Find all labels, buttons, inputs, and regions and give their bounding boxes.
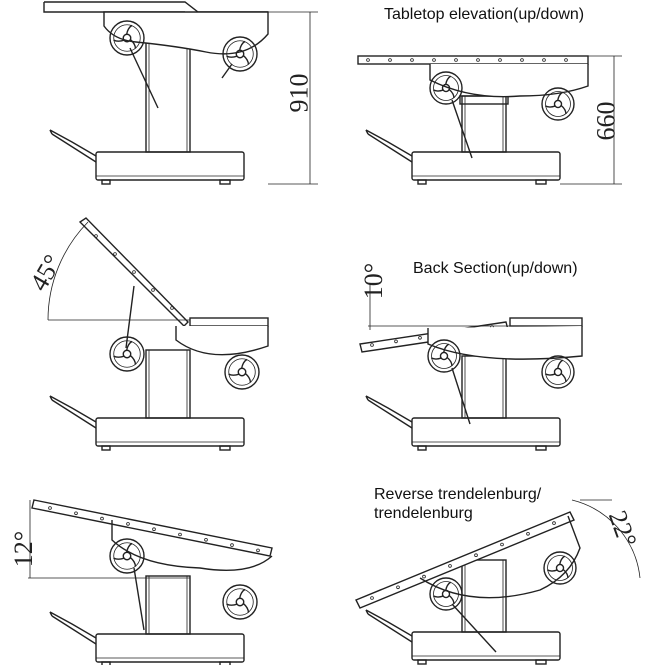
angle-label-back-down: 10° <box>359 262 389 300</box>
tabletop-head <box>175 326 269 356</box>
table-max-height <box>43 1 318 185</box>
tabletop-tilted <box>355 511 575 609</box>
handwheel-left <box>109 538 145 574</box>
tabletop-head <box>103 11 269 55</box>
caption-back-section: Back Section(up/down) <box>413 260 578 277</box>
caption-trendelenburg-line2: trendelenburg <box>374 505 473 522</box>
tabletop <box>509 317 583 327</box>
support-strut <box>125 285 135 349</box>
handwheel-right <box>541 355 575 389</box>
handwheel-left <box>109 20 145 56</box>
table-back-up <box>47 217 269 451</box>
table-tilt-head-down <box>28 499 273 665</box>
angle-arc-45 <box>47 221 89 321</box>
tabletop-head <box>429 64 589 98</box>
column <box>145 575 191 635</box>
tabletop <box>357 55 589 65</box>
lever-handle <box>133 567 145 631</box>
handwheel-right <box>224 354 260 390</box>
caption-trendelenburg-line1: Reverse trendelenburg/ <box>374 486 542 503</box>
column <box>145 349 191 419</box>
foot-pedal <box>365 129 413 163</box>
foot-pedal <box>49 611 97 645</box>
table-back-down <box>359 284 583 451</box>
handwheel-left <box>429 577 463 611</box>
lever-handle <box>451 603 497 653</box>
tabletop-head <box>111 520 273 571</box>
angle-label-tilt-a: 12° <box>9 530 39 568</box>
lever-handle <box>451 367 471 425</box>
handwheel-left <box>427 339 461 373</box>
back-section-raised <box>78 217 189 327</box>
dimension-label-max-height: 910 <box>284 73 314 113</box>
handwheel-left <box>429 71 463 105</box>
foot-pedal <box>365 609 413 643</box>
column <box>461 355 507 419</box>
lever-handle <box>129 47 159 109</box>
tabletop <box>189 317 269 327</box>
foot-pedal <box>49 129 97 163</box>
tabletop-head <box>427 326 583 360</box>
table-min-height <box>357 55 622 185</box>
foot-pedal <box>49 395 97 429</box>
handwheel-right <box>543 551 577 585</box>
table-tilt-head-up <box>355 499 641 665</box>
foot-pedal <box>365 395 413 429</box>
caption-tabletop-elevation: Tabletop elevation(up/down) <box>384 6 585 23</box>
tabletop-tilted <box>31 499 273 557</box>
dimension-label-min-height: 660 <box>591 101 621 141</box>
handwheel-right <box>222 584 258 620</box>
tabletop-head <box>419 515 581 599</box>
handwheel-right <box>222 36 258 72</box>
tabletop <box>44 1 268 13</box>
lever-handle <box>451 99 473 159</box>
angle-arc-22 <box>571 499 641 579</box>
handwheel-right <box>541 87 575 121</box>
